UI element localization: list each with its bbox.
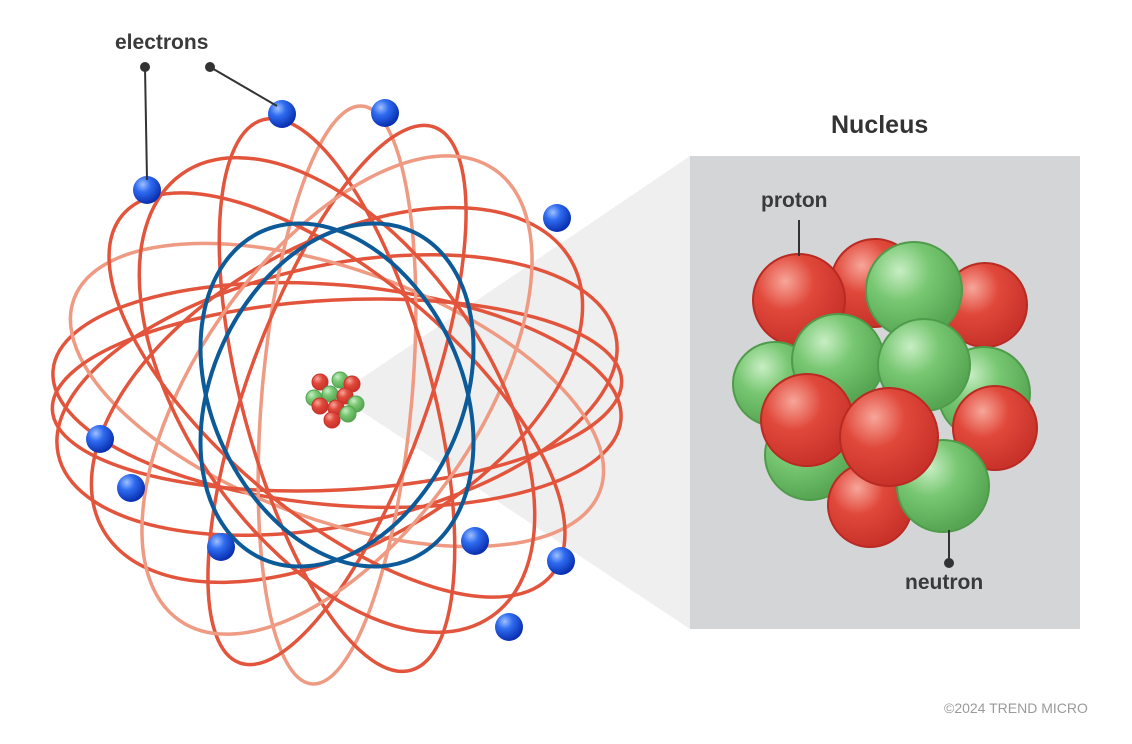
proton bbox=[311, 373, 329, 391]
copyright: ©2024 TREND MICRO bbox=[944, 700, 1088, 716]
orbit-red bbox=[256, 104, 418, 686]
mini-nucleus bbox=[305, 371, 365, 429]
orbit-blue bbox=[198, 221, 476, 569]
electron bbox=[461, 527, 489, 555]
neutron-label: neutron bbox=[905, 571, 984, 594]
electrons-label: electrons bbox=[115, 31, 209, 54]
orbit-red bbox=[217, 116, 457, 674]
leader-lines bbox=[140, 62, 954, 568]
electron bbox=[543, 204, 571, 232]
proton bbox=[839, 387, 939, 487]
proton bbox=[323, 411, 341, 429]
proton bbox=[952, 385, 1038, 471]
orbit-red bbox=[51, 280, 623, 510]
neutron bbox=[339, 405, 357, 423]
orbit-red bbox=[140, 154, 534, 636]
orbit-blue bbox=[198, 221, 476, 569]
zoom-cone bbox=[337, 156, 690, 629]
proton bbox=[760, 373, 854, 467]
nucleus-detail bbox=[732, 238, 1038, 548]
electron bbox=[371, 99, 399, 127]
proton bbox=[311, 397, 329, 415]
proton-label: proton bbox=[761, 189, 828, 212]
electrons bbox=[86, 99, 575, 641]
electron bbox=[547, 547, 575, 575]
orbit-red bbox=[50, 297, 624, 493]
electron bbox=[268, 100, 296, 128]
orbit-red bbox=[107, 191, 567, 599]
orbit-red bbox=[55, 252, 619, 538]
nucleus-title: Nucleus bbox=[831, 111, 929, 139]
orbit-red bbox=[206, 123, 468, 667]
electron bbox=[207, 533, 235, 561]
electron bbox=[133, 176, 161, 204]
orbit-red bbox=[137, 155, 537, 635]
electron bbox=[86, 425, 114, 453]
electron bbox=[495, 613, 523, 641]
electron bbox=[117, 474, 145, 502]
orbits bbox=[50, 104, 624, 686]
